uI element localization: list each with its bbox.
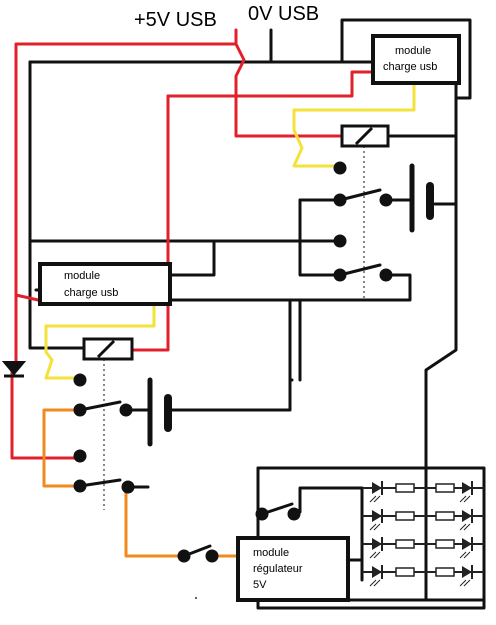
led-row [362,537,484,559]
diode-icon [1,361,27,378]
resistor-icon [435,483,455,493]
speck [195,597,197,599]
switch-contacts [73,161,393,563]
resistor-icon [435,511,455,521]
orange-wires [42,408,240,558]
charge-module-top-line1: module [395,45,431,57]
led-icon [369,565,383,587]
resistor-icon [395,511,415,521]
zero-v-usb-label: 0V USB [248,3,319,25]
resistor-icon [435,567,455,577]
regulator-module-line1: module [253,547,289,559]
led-row [362,565,484,587]
battery-top [409,163,434,233]
resistor-icon [395,539,415,549]
battery-left [147,377,172,447]
led-row [362,481,484,503]
led-icon [459,537,473,559]
charge-module-top: module charge usb [371,34,461,85]
led-array [362,481,484,587]
resistor-icon [395,483,415,493]
resistor-icon [435,539,455,549]
black-wires [28,18,486,610]
led-icon [369,481,383,503]
regulator-module-line2: régulateur [253,563,303,575]
charge-module-left: module charge usb [38,262,172,306]
regulator-module-line3: 5V [253,579,267,591]
relay-coil-left [82,337,134,510]
led-icon [459,509,473,531]
plus-5v-usb-label: +5V USB [134,9,217,31]
led-icon [369,537,383,559]
charge-module-top-line2: charge usb [383,61,437,73]
led-icon [459,565,473,587]
led-row [362,509,484,531]
resistor-icon [395,567,415,577]
led-icon [369,509,383,531]
charge-module-left-line1: module [64,270,100,282]
charge-module-left-line2: charge usb [64,287,118,299]
red-wires [10,28,376,460]
led-icon [459,481,473,503]
regulator-module: module régulateur 5V [236,536,350,602]
relay-coil-top [340,124,390,300]
